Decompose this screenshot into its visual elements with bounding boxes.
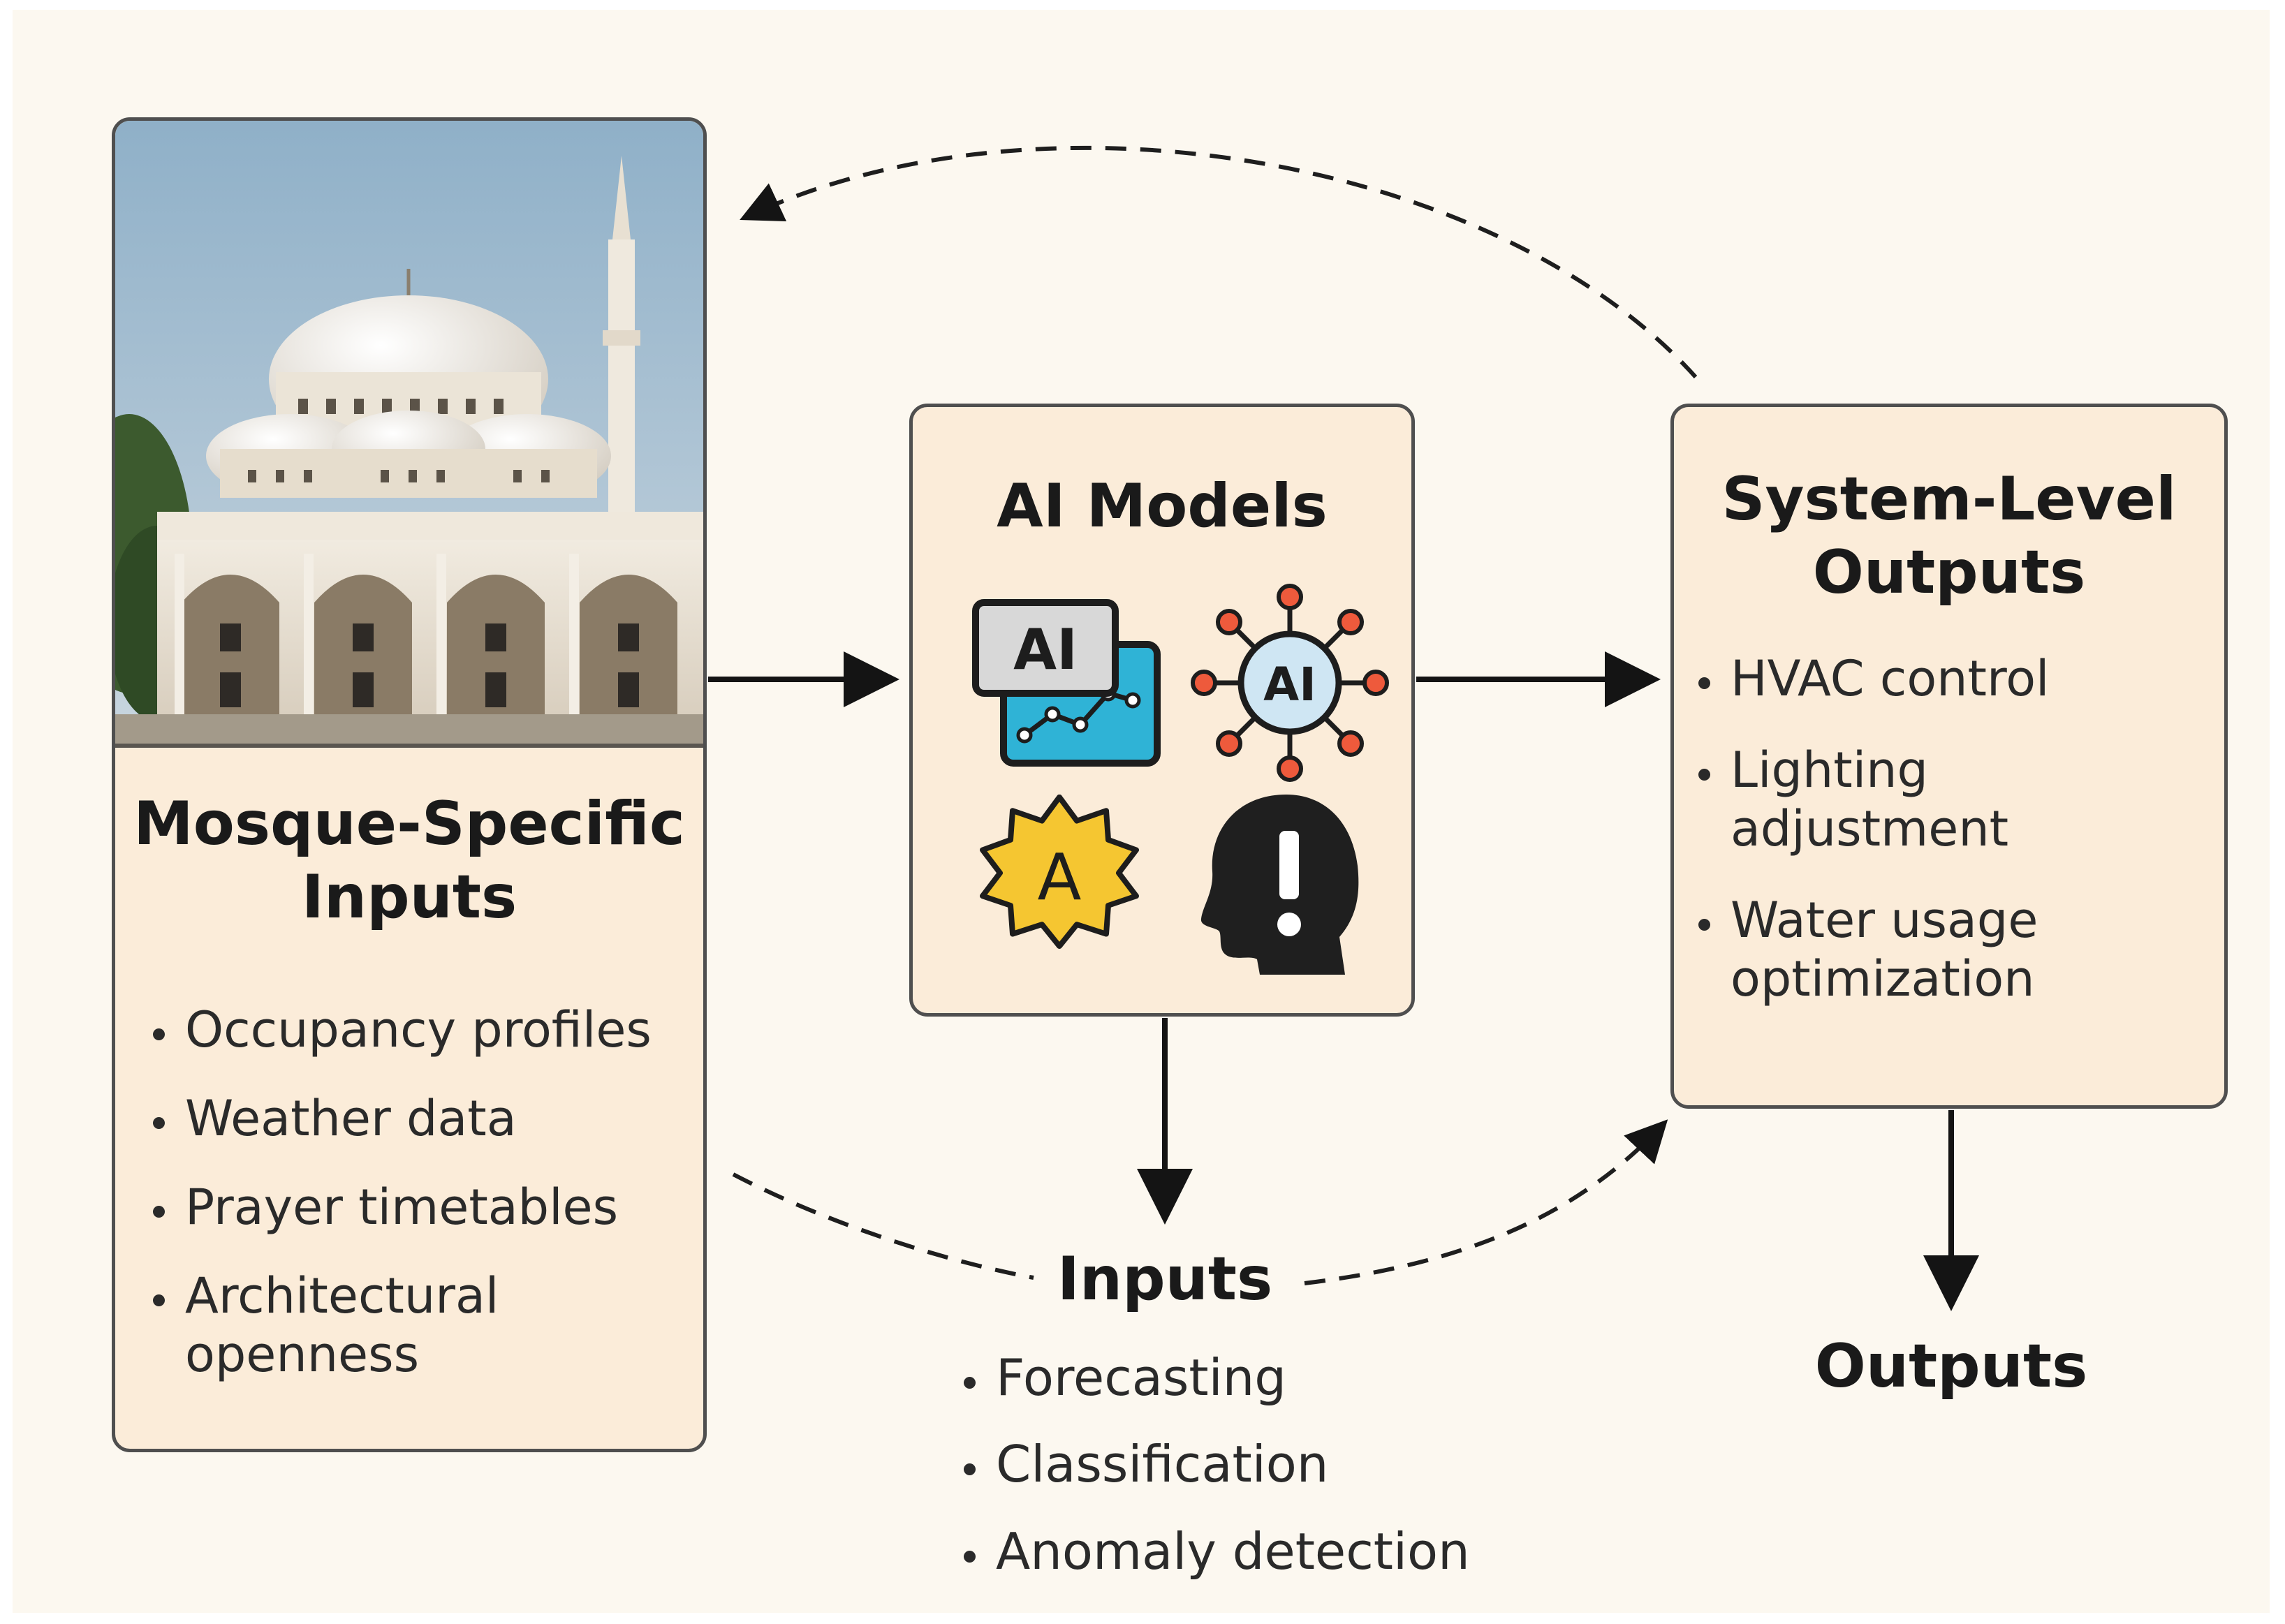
model-tasks-list: Forecasting Classification Anomaly detec…	[955, 1348, 1584, 1608]
mosque-title-line1: Mosque-Specific	[133, 789, 685, 859]
list-item: Lighting adjustment	[1690, 741, 2052, 858]
list-item: Architectural openness	[145, 1267, 576, 1384]
head-alert-icon	[1200, 795, 1359, 975]
ai-models-title: AI Models	[997, 471, 1328, 541]
dashed-loop-left	[732, 1172, 1034, 1280]
ai-models-box: AI Models AI AI A	[909, 404, 1415, 1017]
outputs-label: Outputs	[1814, 1331, 2088, 1401]
mosque-inputs-box: Mosque-Specific Inputs Occupancy profile…	[112, 117, 707, 1452]
system-level-outputs-box: System-Level Outputs	[1670, 404, 2228, 1109]
ai-chart-label: AI	[1013, 617, 1078, 682]
list-item: Water usage optimization	[1690, 891, 2122, 1008]
system-title: System-Level Outputs	[1674, 463, 2224, 610]
ai-badge-icon: A	[980, 795, 1139, 949]
mosque-inputs-list: Occupancy profiles Weather data Prayer t…	[145, 1001, 703, 1414]
list-item: HVAC control	[1690, 649, 2221, 708]
dashed-loop-right	[1304, 1119, 1668, 1285]
ai-badge-label: A	[1038, 840, 1082, 915]
mosque-illustration	[115, 121, 703, 744]
system-title-line2: Outputs	[1812, 537, 2086, 607]
inputs-label: Inputs	[1057, 1244, 1273, 1314]
system-outputs-list: HVAC control Lighting adjustment Water u…	[1690, 649, 2221, 1041]
list-item: Forecasting	[955, 1348, 1584, 1408]
dashed-feedback-loop-top	[740, 145, 1698, 379]
ai-chart-icon: AI	[972, 599, 1161, 767]
list-item: Anomaly detection	[955, 1521, 1584, 1581]
mosque-title-line2: Inputs	[301, 862, 517, 932]
list-item: Weather data	[145, 1089, 703, 1148]
ai-network-label: AI	[1263, 658, 1316, 711]
mosque-title: Mosque-Specific Inputs	[115, 788, 703, 934]
photo-divider	[115, 744, 703, 748]
list-item: Classification	[955, 1434, 1584, 1494]
list-item: Occupancy profiles	[145, 1001, 703, 1059]
list-item: Prayer timetables	[145, 1178, 703, 1237]
ai-network-icon: AI	[1191, 584, 1389, 782]
system-title-line1: System-Level	[1721, 464, 2177, 534]
